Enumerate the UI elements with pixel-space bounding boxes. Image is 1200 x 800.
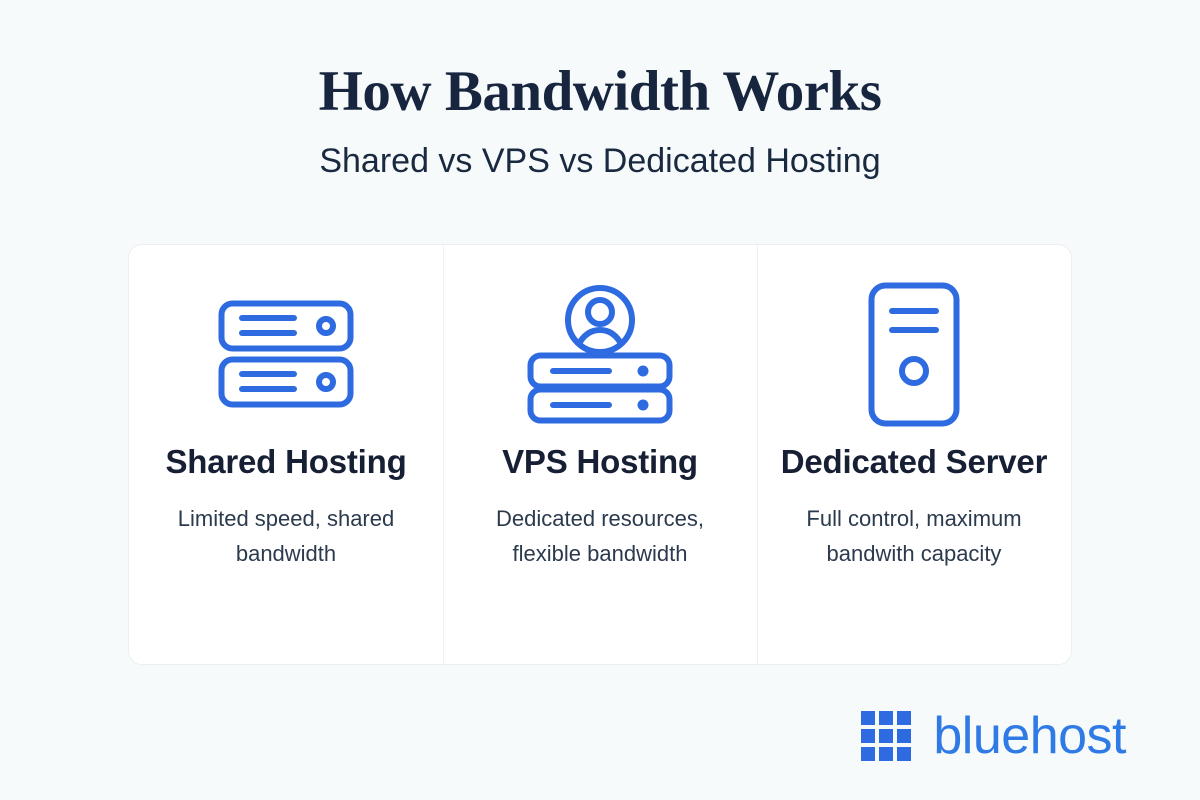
logo-square — [897, 747, 912, 761]
column-title: Dedicated Server — [780, 443, 1048, 480]
logo-square — [897, 711, 912, 725]
logo-square — [879, 711, 894, 725]
page-subtitle: Shared vs VPS vs Dedicated Hosting — [319, 141, 881, 180]
comparison-column-shared-hosting: Shared Hosting Limited speed, shared ban… — [129, 245, 443, 664]
user-over-server-racks-icon — [525, 279, 675, 429]
page-title: How Bandwidth Works — [318, 60, 882, 123]
logo-square — [879, 747, 894, 761]
column-title: VPS Hosting — [502, 443, 698, 480]
column-description: Full control, maximum bandwith capacity — [806, 505, 1022, 567]
comparison-card: Shared Hosting Limited speed, shared ban… — [128, 244, 1072, 665]
logo-square — [861, 747, 876, 761]
bluehost-wordmark: bluehost — [933, 707, 1126, 765]
header: How Bandwidth Works Shared vs VPS vs Ded… — [0, 0, 1200, 181]
comparison-column-vps-hosting: VPS Hosting Dedicated resources, flexibl… — [443, 245, 757, 664]
stacked-server-racks-icon — [218, 279, 354, 429]
logo-square — [861, 729, 876, 743]
logo-square — [879, 729, 894, 743]
bluehost-logo: bluehost — [861, 710, 1126, 762]
column-description: Limited speed, shared bandwidth — [177, 505, 395, 567]
bluehost-grid-icon — [861, 711, 912, 761]
comparison-column-dedicated-server: Dedicated Server Full control, maximum b… — [757, 245, 1071, 664]
column-title: Shared Hosting — [165, 443, 407, 480]
logo-square — [897, 729, 912, 743]
logo-square — [861, 711, 876, 725]
column-description: Dedicated resources, flexible bandwidth — [496, 505, 704, 567]
tower-server-icon — [868, 279, 960, 429]
